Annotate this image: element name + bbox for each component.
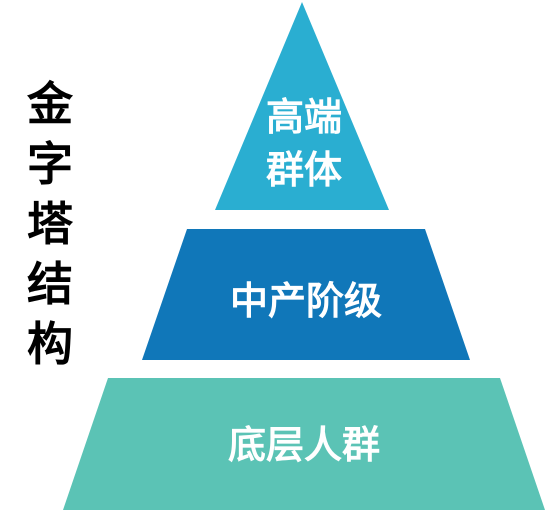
- diagram-title: 金 字 塔 结 构: [20, 74, 80, 374]
- title-char: 结: [27, 257, 73, 311]
- tier-top-shape: [215, 2, 389, 210]
- tier-top-label-line-2: 群体: [266, 148, 342, 192]
- tier-bottom-label: 底层人群: [228, 423, 380, 467]
- title-char: 构: [27, 317, 73, 371]
- tier-middle-shape: [142, 229, 470, 360]
- tier-top-label-line-1: 高端: [266, 95, 342, 139]
- tier-bottom-shape: [63, 378, 545, 510]
- title-char: 塔: [27, 197, 73, 251]
- title-char: 字: [27, 137, 73, 191]
- tier-middle-label: 中产阶级: [230, 279, 382, 323]
- title-char: 金: [27, 77, 73, 131]
